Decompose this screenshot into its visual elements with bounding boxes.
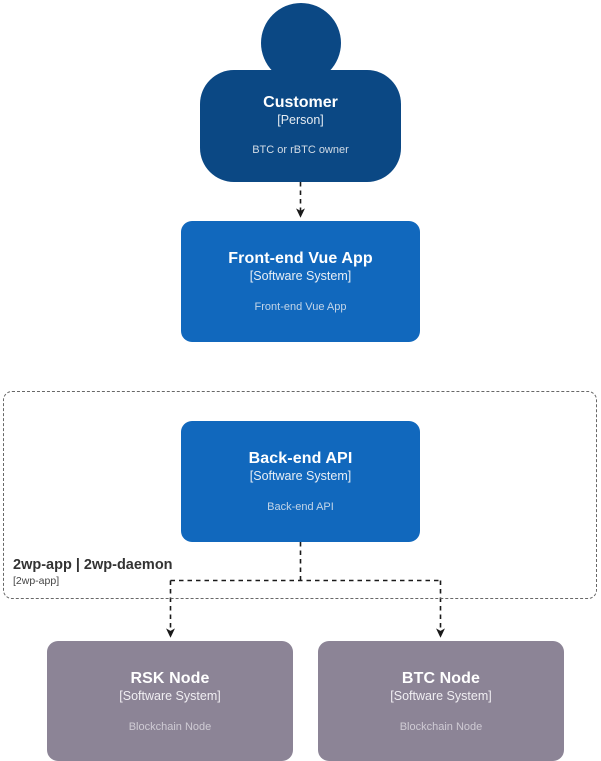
customer-body[interactable]: Customer [Person] BTC or rBTC owner [200,70,401,182]
node-btc-node[interactable]: BTC Node [Software System] Blockchain No… [318,641,564,761]
btc-node-description: Blockchain Node [399,721,483,733]
backend-title: Back-end API [248,450,353,467]
boundary-type: [2wp-app] [13,575,60,587]
rsk-node-description: Blockchain Node [128,721,212,733]
node-frontend-vue-app[interactable]: Front-end Vue App [Software System] Fron… [181,221,420,342]
btc-node-type: [Software System] [390,689,492,703]
backend-description: Back-end API [267,501,334,513]
frontend-type: [Software System] [249,269,352,283]
customer-title: Customer [263,94,338,111]
rsk-node-type: [Software System] [119,689,221,703]
backend-type: [Software System] [249,469,352,483]
boundary-2wp-app [3,391,597,599]
frontend-description: Front-end Vue App [254,301,347,313]
frontend-title: Front-end Vue App [228,250,373,267]
node-rsk-node[interactable]: RSK Node [Software System] Blockchain No… [47,641,293,761]
boundary-name: 2wp-app | 2wp-daemon [13,557,173,573]
node-backend-api[interactable]: Back-end API [Software System] Back-end … [181,421,420,542]
btc-node-title: BTC Node [401,670,481,687]
customer-head-icon [261,3,341,83]
boundary-label: 2wp-app | 2wp-daemon [2wp-app] [13,556,173,588]
customer-description: BTC or rBTC owner [252,144,349,156]
rsk-node-title: RSK Node [130,670,210,687]
customer-type: [Person] [277,113,324,127]
